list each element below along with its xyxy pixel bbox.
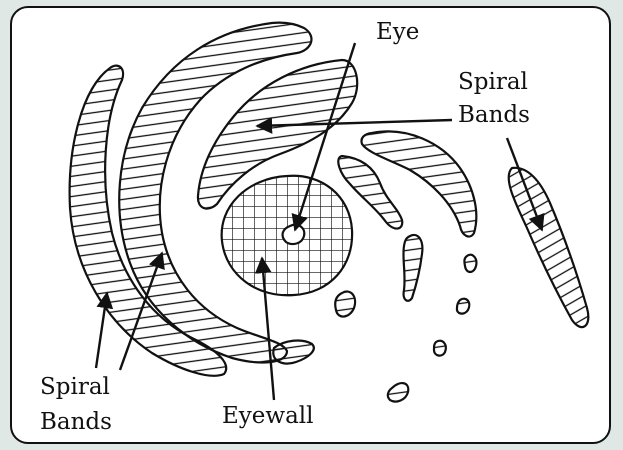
spiral-bands-label-left: Spiral Bands (40, 370, 112, 440)
eye-region (283, 225, 305, 244)
band-fragment (434, 341, 446, 356)
spiral-bands-label-right: Spiral Bands (458, 66, 530, 132)
diagram-panel: Eye Spiral Bands Spiral Bands Eyewall (10, 6, 611, 444)
eyewall-label: Eyewall (222, 402, 314, 431)
spiral-bands-label-right-line1: Spiral (458, 66, 530, 99)
band-fragment (457, 299, 469, 314)
spiral-bands-label-left-line1: Spiral (40, 370, 112, 405)
eye-label: Eye (376, 18, 419, 47)
spiral-bands-arrow-left-outer (96, 293, 107, 368)
spiral-bands-label-right-line2: Bands (458, 99, 530, 132)
band-fragment (403, 235, 422, 301)
spiral-band-far-right (509, 168, 589, 327)
band-fragment (388, 383, 408, 402)
band-fragment (335, 291, 355, 316)
spiral-bands-label-left-line2: Bands (40, 405, 112, 440)
band-fragment (273, 341, 313, 364)
band-fragment (464, 255, 476, 272)
